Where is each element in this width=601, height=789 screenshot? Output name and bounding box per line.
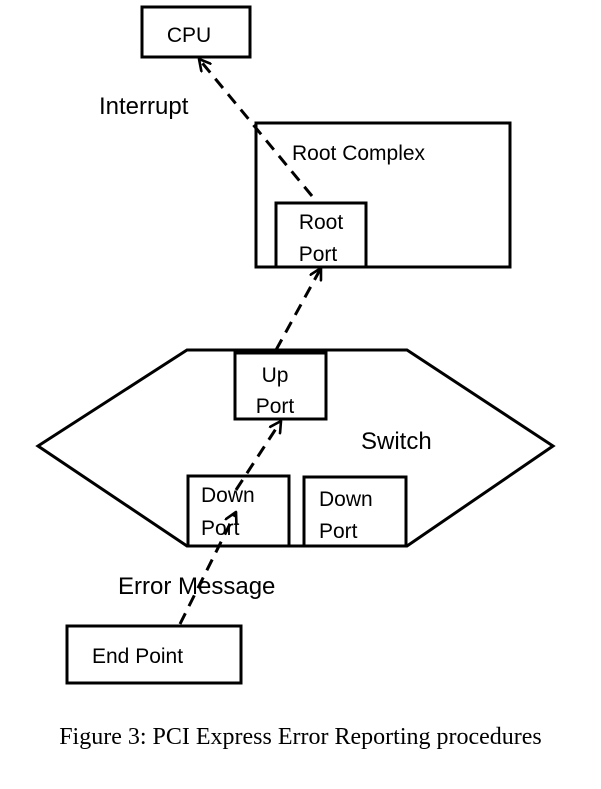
arrow-endpoint-to-downport — [178, 512, 236, 625]
end-point-label: End Point — [92, 645, 183, 668]
figure-caption: Figure 3: PCI Express Error Reporting pr… — [59, 724, 542, 750]
down-port-2-label-line2: Port — [319, 520, 358, 543]
up-port-label-line1: Up — [262, 364, 289, 387]
root-complex-label: Root Complex — [292, 142, 426, 165]
up-port-box — [233, 351, 328, 421]
end-point-box — [65, 624, 243, 685]
down-port-box-2 — [302, 475, 408, 548]
switch-label: Switch — [361, 428, 432, 455]
cpu-box — [140, 5, 252, 59]
arrow-rootport-to-cpu — [199, 59, 314, 197]
arrow-upport-to-rootport — [274, 268, 323, 351]
up-port-label-line2: Port — [256, 395, 295, 418]
root-port-label-line2: Port — [299, 243, 338, 266]
interrupt-label: Interrupt — [99, 93, 189, 120]
down-port-2-label-line1: Down — [319, 488, 373, 511]
down-port-1-label-line1: Down — [201, 484, 255, 507]
cpu-label: CPU — [167, 24, 211, 47]
error-message-label: Error Message — [118, 573, 275, 600]
arrow-downport-to-upport — [234, 421, 281, 491]
down-port-1-label-line2: Port — [201, 517, 240, 540]
root-port-label-line1: Root — [299, 211, 344, 234]
